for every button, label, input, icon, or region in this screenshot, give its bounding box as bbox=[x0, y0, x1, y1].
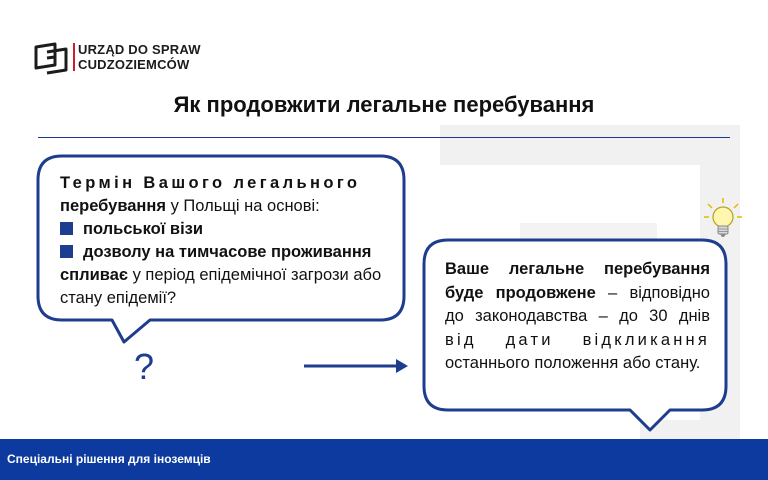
extension-statement: Ваше легальне перебування буде продовжен… bbox=[445, 260, 710, 302]
stay-word: перебування bbox=[60, 197, 166, 215]
footer-bar: Спеціальні рішення для іноземців bbox=[0, 439, 768, 480]
logo-line-1: URZĄD DO SPRAW bbox=[78, 42, 201, 57]
recall-text: від дати відкликання bbox=[445, 330, 710, 349]
page-title: Як продовжити легальне перебування bbox=[173, 92, 595, 117]
epidemic-text: у період епідемічної загрози або стану е… bbox=[60, 266, 382, 307]
title-divider bbox=[38, 137, 730, 138]
logo-divider bbox=[73, 43, 75, 71]
term-heading: Термін Вашого легального bbox=[60, 174, 361, 192]
question-mark: ? bbox=[134, 346, 155, 387]
list-item-permit: дозволу на тимчасове проживання bbox=[83, 243, 372, 261]
last-provision-text: останнього положення або стану. bbox=[445, 354, 701, 372]
lightbulb-icon bbox=[704, 198, 742, 237]
basis-text: у Польщі на основі: bbox=[166, 197, 320, 215]
right-speech-bubble bbox=[422, 238, 728, 432]
bullet-square-icon bbox=[60, 245, 73, 258]
bullet-square-icon bbox=[60, 222, 73, 235]
logo-text: URZĄD DO SPRAW CUDZOZIEMCÓW bbox=[73, 42, 201, 72]
left-speech-bubble bbox=[36, 154, 406, 344]
right-bubble-text: Ваше легальне перебування буде продовжен… bbox=[445, 258, 710, 376]
list-item-visa: польської візи bbox=[83, 220, 203, 238]
law-text: – відповідно до законодавства – до 30 дн… bbox=[445, 283, 710, 326]
left-bubble-text: Термін Вашого легального перебування у П… bbox=[60, 172, 390, 310]
arrow-right-icon bbox=[304, 359, 408, 373]
expire-word: спливає bbox=[60, 266, 128, 284]
footer-text: Спеціальні рішення для іноземців bbox=[7, 452, 211, 466]
logo-line-2: CUDZOZIEMCÓW bbox=[78, 57, 190, 72]
logo-icon bbox=[34, 42, 68, 75]
